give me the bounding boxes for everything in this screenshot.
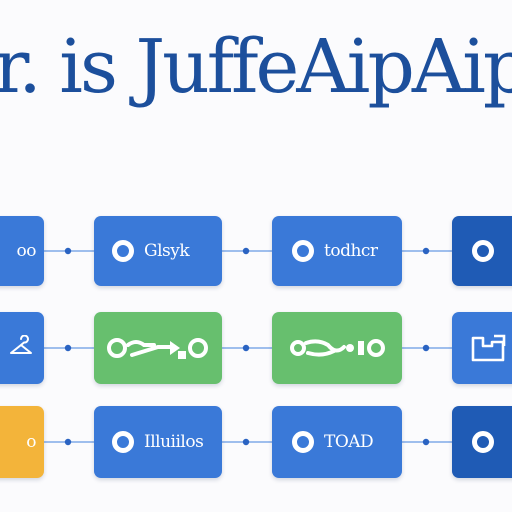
flow-glyph-icon xyxy=(290,339,385,357)
ring-icon xyxy=(292,240,314,262)
flow-node-r2-c2[interactable] xyxy=(94,312,222,384)
ring-icon xyxy=(472,240,494,262)
node-label: Illuiilos xyxy=(144,432,204,452)
connector-joint xyxy=(242,344,250,352)
flow-node-r3-c2[interactable]: Illuiilos xyxy=(94,406,222,478)
node-label: Glsyk xyxy=(144,241,190,261)
connector-joint xyxy=(422,247,430,255)
connector-joint xyxy=(422,344,430,352)
flow-node-r2-c3[interactable] xyxy=(272,312,402,384)
connector-joint xyxy=(64,247,72,255)
ring-icon xyxy=(112,431,134,453)
flow-node-r1-c2[interactable]: Glsyk xyxy=(94,216,222,286)
node-label: oo xyxy=(16,241,37,261)
flow-node-r3-c1[interactable]: o xyxy=(0,406,44,478)
flow-node-r3-c4[interactable] xyxy=(452,406,512,478)
node-label: todhcr xyxy=(324,241,378,261)
connector-joint xyxy=(64,438,72,446)
hanger-icon xyxy=(10,335,32,354)
ring-icon xyxy=(112,240,134,262)
flow-node-r1-c1[interactable]: oo xyxy=(0,216,44,286)
connector-joint xyxy=(242,247,250,255)
connector-joint xyxy=(242,438,250,446)
page-title: r. is JuffeAipAipa xyxy=(0,24,512,110)
folder-icon xyxy=(471,334,506,362)
ring-icon xyxy=(472,431,494,453)
flow-node-r1-c3[interactable]: todhcr xyxy=(272,216,402,286)
flow-node-r1-c4[interactable] xyxy=(452,216,512,286)
node-label: o xyxy=(26,432,36,452)
node-label: TOAD xyxy=(324,432,374,452)
flow-node-r3-c3[interactable]: TOAD xyxy=(272,406,402,478)
flow-glyph-icon xyxy=(107,338,208,359)
ring-icon xyxy=(292,431,314,453)
connector-joint xyxy=(64,344,72,352)
connector-joint xyxy=(422,438,430,446)
flow-node-r2-c4[interactable] xyxy=(452,312,512,384)
flow-node-r2-c1[interactable] xyxy=(0,312,44,384)
